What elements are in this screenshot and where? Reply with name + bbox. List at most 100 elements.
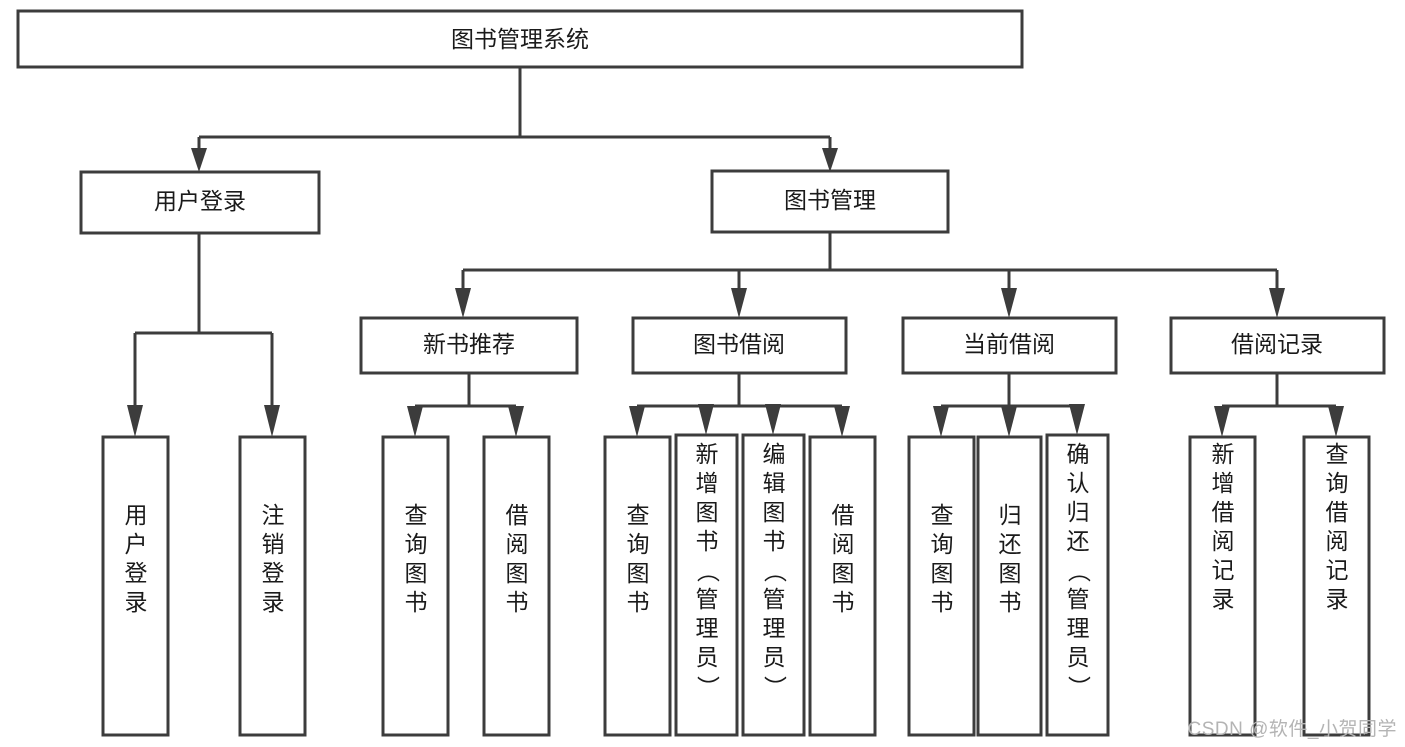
- arrow-borrow-record: [1269, 288, 1285, 318]
- node-new-book-rec-label: 新书推荐: [423, 331, 515, 357]
- svg-text:员: 员: [696, 644, 719, 670]
- leaf-query-book-1-box[interactable]: [381, 435, 450, 737]
- connector-layer: [127, 67, 1344, 437]
- svg-text:阅: 阅: [1212, 528, 1235, 554]
- svg-text:记: 记: [1326, 557, 1349, 583]
- arrow-current-borrow: [1001, 288, 1017, 318]
- leaf-add-book-box[interactable]: [674, 433, 739, 737]
- svg-text:还: 还: [1067, 528, 1090, 554]
- leaf-borrow-book-1-box[interactable]: [482, 435, 551, 737]
- arrow-leaf-confirm-return: [1069, 404, 1085, 435]
- node-root-box[interactable]: [16, 9, 1024, 69]
- svg-text:书: 书: [627, 589, 650, 615]
- node-book-manage[interactable]: 图书管理: [710, 169, 950, 234]
- svg-text:图: 图: [763, 499, 786, 525]
- node-user-login[interactable]: 用户登录: [79, 170, 321, 235]
- svg-text:理: 理: [763, 615, 786, 641]
- arrow-book-borrow: [731, 288, 747, 318]
- svg-text:录: 录: [1326, 586, 1349, 612]
- svg-text:录: 录: [262, 589, 285, 615]
- svg-text:查: 查: [405, 502, 428, 528]
- leaf-user-logout-box[interactable]: [238, 435, 307, 737]
- leaf-borrow-book-2-box[interactable]: [808, 435, 877, 737]
- arrow-leaf-query-book-3: [933, 406, 949, 437]
- leaf-query-record-box[interactable]: [1302, 435, 1371, 737]
- leaf-user-login[interactable]: 用户登录: [101, 435, 170, 737]
- node-new-book-rec[interactable]: 新书推荐: [359, 316, 579, 375]
- leaf-edit-book-box[interactable]: [741, 433, 806, 737]
- node-borrow-record-box[interactable]: [1169, 316, 1386, 375]
- leaf-query-book-2-box[interactable]: [603, 435, 672, 737]
- node-user-login-box[interactable]: [79, 170, 321, 235]
- arrow-leaf-borrow-book-1: [508, 406, 524, 437]
- svg-text:管: 管: [763, 586, 786, 612]
- svg-text:查: 查: [627, 502, 650, 528]
- svg-text:登: 登: [262, 560, 285, 586]
- leaf-add-record-box[interactable]: [1188, 435, 1257, 737]
- leaf-user-login-box[interactable]: [101, 435, 170, 737]
- arrow-leaf-query-record: [1328, 406, 1344, 437]
- svg-text:还: 还: [999, 531, 1022, 557]
- svg-text:增: 增: [696, 470, 719, 496]
- svg-text:录: 录: [1212, 586, 1235, 612]
- svg-text:管: 管: [1067, 586, 1090, 612]
- arrow-leaf-add-record: [1214, 406, 1230, 437]
- svg-text:借: 借: [832, 502, 855, 528]
- node-book-borrow-box[interactable]: [631, 316, 848, 375]
- svg-text:员: 员: [763, 644, 786, 670]
- svg-text:编: 编: [763, 441, 786, 467]
- node-current-borrow[interactable]: 当前借阅: [901, 316, 1118, 375]
- node-borrow-record[interactable]: 借阅记录: [1169, 316, 1386, 375]
- svg-text:询: 询: [405, 531, 428, 557]
- node-book-borrow[interactable]: 图书借阅: [631, 316, 848, 375]
- svg-text:用: 用: [125, 502, 148, 528]
- arrow-leaf-edit-book: [765, 404, 781, 435]
- node-book-manage-box[interactable]: [710, 169, 950, 234]
- svg-text:书: 书: [931, 589, 954, 615]
- node-root[interactable]: 图书管理系统: [16, 9, 1024, 69]
- svg-text:记: 记: [1212, 557, 1235, 583]
- svg-text:增: 增: [1212, 470, 1235, 496]
- node-current-borrow-box[interactable]: [901, 316, 1118, 375]
- svg-text:查: 查: [931, 502, 954, 528]
- svg-text:图: 图: [999, 560, 1022, 586]
- leaf-confirm-return-box[interactable]: [1045, 433, 1110, 737]
- svg-text:户: 户: [125, 531, 148, 557]
- svg-text:销: 销: [262, 531, 285, 557]
- node-root-label: 图书管理系统: [451, 26, 589, 52]
- leaf-return-book-box[interactable]: [976, 435, 1043, 737]
- svg-text:书: 书: [506, 589, 529, 615]
- leaf-query-book-3-box[interactable]: [907, 435, 976, 737]
- svg-text:询: 询: [1326, 470, 1349, 496]
- svg-text:图: 图: [627, 560, 650, 586]
- svg-text:借: 借: [1326, 499, 1349, 525]
- svg-text:借: 借: [506, 502, 529, 528]
- arrow-leaf-query-book-2: [629, 406, 645, 437]
- svg-text:书: 书: [832, 589, 855, 615]
- svg-text:）: ）: [762, 676, 788, 699]
- node-new-book-rec-box[interactable]: [359, 316, 579, 375]
- arrow-leaf-borrow-book-2: [834, 406, 850, 437]
- svg-text:询: 询: [931, 531, 954, 557]
